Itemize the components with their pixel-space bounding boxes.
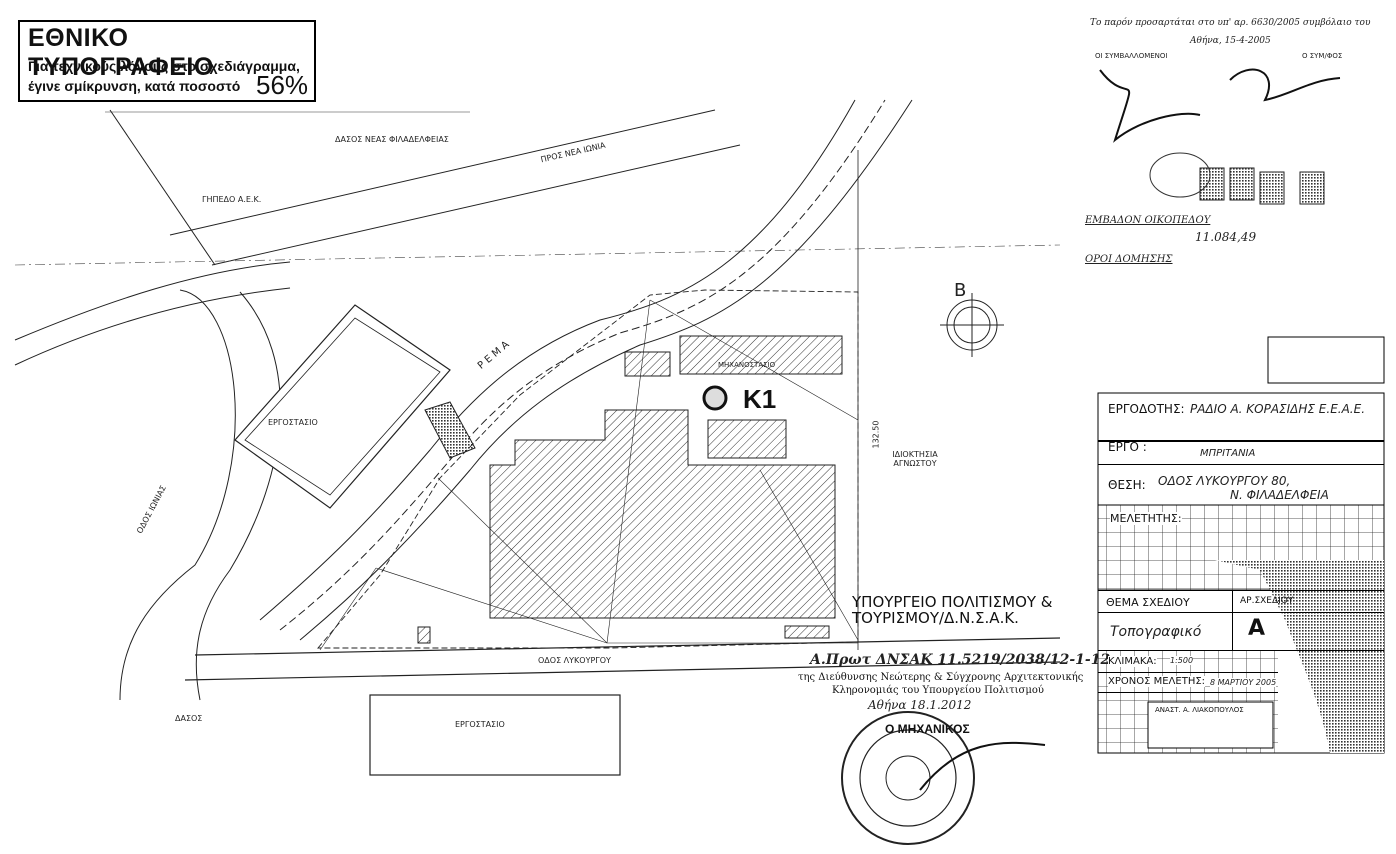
subject-label: ΘΕΜΑ ΣΧΕΔΙΟΥ bbox=[1106, 596, 1190, 609]
street-lykourgou bbox=[184, 637, 1061, 681]
notice-percent: 56% bbox=[256, 70, 309, 100]
revenue-stamps bbox=[1199, 167, 1325, 205]
culvert bbox=[424, 401, 476, 459]
small-structure bbox=[784, 625, 830, 639]
subject-value: Τοπογραφικό bbox=[1110, 624, 1202, 640]
plot-boundary bbox=[317, 289, 859, 649]
factory-2-outline bbox=[369, 694, 621, 776]
signature-scribble bbox=[919, 741, 1046, 791]
small-structure bbox=[417, 626, 431, 644]
notary-label: Ο ΣΥΜ/ΦΟΣ bbox=[1302, 52, 1343, 60]
surveyor-stamp-frame bbox=[1267, 336, 1385, 384]
location-value-1: ΟΔΟΣ ΛΥΚΟΥΡΓΟΥ 80, bbox=[1158, 474, 1291, 488]
engineer-label: Ο ΜΗΧΑΝΙΚΟΣ bbox=[885, 722, 970, 736]
factory-2-label: ΕΡΓΟΣΤΑΣΙΟ bbox=[455, 720, 505, 729]
machine-room-label: ΜΗΧΑΝΟΣΤΑΣΙΟ bbox=[718, 361, 776, 369]
notice-line-1: Για τεχνικούς λόγους στο σχεδιάγραμμα, bbox=[28, 58, 300, 74]
divider bbox=[1098, 672, 1278, 673]
surveyor-stamp-frame-2 bbox=[1147, 701, 1274, 749]
ministry-stamp: ΥΠΟΥΡΓΕΙΟ ΠΟΛΙΤΙΣΜΟΥ & ΤΟΥΡΙΣΜΟΥ/Δ.Ν.Σ.Α… bbox=[852, 594, 1053, 626]
location-label: ΘΕΣΗ: bbox=[1108, 478, 1146, 492]
ministry-stamp-line-2: ΤΟΥΡΙΣΜΟΥ/Δ.Ν.Σ.Α.Κ. bbox=[852, 609, 1019, 627]
client-value: ΡΑΔΙΟ Α. ΚΟΡΑΣΙΔΗΣ Ε.Ε.Α.Ε. bbox=[1190, 402, 1366, 416]
forest-label: ΔΑΣΟΣ ΝΕΑΣ ΦΙΛΑΔΕΛΦΕΙΑΣ bbox=[335, 135, 449, 144]
street-lykourgou-label: ΟΔΟΣ ΛΥΚΟΥΡΓΟΥ bbox=[538, 656, 611, 665]
north-compass-icon bbox=[940, 293, 1004, 357]
main-building bbox=[489, 335, 843, 619]
building-terms-label: ΟΡΟΙ ΔΟΜΗΣΗΣ bbox=[1085, 254, 1173, 265]
divider bbox=[1098, 464, 1384, 465]
notary-seal bbox=[1149, 152, 1211, 198]
surveyor-stamp-text: ΑΝΑΣΤ. Α. ΛΙΑΚΟΠΟΥΛΟΣ bbox=[1155, 706, 1244, 714]
scale-value: 1:500 bbox=[1170, 656, 1194, 665]
client-label: ΕΡΓΟΔΟΤΗΣ: bbox=[1108, 402, 1185, 416]
divider bbox=[1098, 612, 1384, 613]
athens-date: Αθήνα 18.1.2012 bbox=[868, 698, 972, 712]
private-property-label: ΙΔΙΟΚΤΗΣΙΑ ΑΓΝΩΣΤΟΥ bbox=[892, 450, 938, 468]
notice-title: ΕΘΝΙΚΟ ΤΥΠΟΓΡΑΦΕΙΟ bbox=[28, 24, 214, 81]
ministry-round-seal bbox=[841, 711, 975, 845]
date-label: ΧΡΟΝΟΣ ΜΕΛΕΤΗΣ: bbox=[1108, 676, 1206, 687]
divider bbox=[1098, 650, 1384, 651]
typography-notice-box: ΕΘΝΙΚΟ ΤΥΠΟΓΡΑΦΕΙΟ Για τεχνικούς λόγους … bbox=[18, 20, 316, 102]
directorate-line-2: Κληρονομιάς του Υπουργείου Πολιτισμού bbox=[832, 685, 1044, 696]
north-label: Β bbox=[954, 280, 967, 301]
forest-small-label: ΔΑΣΟΣ bbox=[175, 714, 203, 723]
sheet-label: ΑΡ.ΣΧΕΔΙΟΥ bbox=[1240, 596, 1294, 606]
designer-label: ΜΕΛΕΤΗΤΗΣ: bbox=[1110, 512, 1182, 525]
directorate-line-1: της Διεύθυνσης Νεώτερης & Σύγχρονης Αρχι… bbox=[798, 672, 1084, 683]
scale-label: ΚΛΙΜΑΚΑ: bbox=[1108, 656, 1157, 667]
reference-line bbox=[14, 244, 1061, 266]
date-value: 8 ΜΑΡΤΙΟΥ 2005 bbox=[1210, 678, 1277, 687]
road-to-nea-ionia bbox=[109, 109, 741, 266]
divider bbox=[1098, 590, 1384, 591]
ministry-stamp-line-1: ΥΠΟΥΡΓΕΙΟ ΠΟΛΙΤΙΣΜΟΥ & bbox=[852, 593, 1053, 611]
plot-area-label: ΕΜΒΑΔΟΝ ΟΙΚΟΠΕΔΟΥ bbox=[1085, 215, 1211, 226]
factory-1-label: ΕΡΓΟΣΤΑΣΙΟ bbox=[268, 418, 318, 427]
survey-lines bbox=[319, 299, 859, 651]
approval-line-1: Το παρόν προσαρτάται στο υπ' αρ. 6630/20… bbox=[1090, 18, 1371, 28]
factory-1-outline bbox=[234, 304, 451, 509]
project-value: ΜΠΡΙΤΑΝΙΑ bbox=[1200, 448, 1256, 459]
stream-band bbox=[259, 99, 913, 641]
signature-scribble bbox=[1099, 69, 1201, 143]
contracting-parties: ΟΙ ΣΥΜΒΑΛΛΟΜΕΝΟΙ bbox=[1095, 52, 1168, 60]
street-ionias bbox=[14, 261, 291, 701]
stamp-scan-shade bbox=[1215, 560, 1384, 753]
notice-line-2: έγινε σμίκρυνση, κατά ποσοστό bbox=[28, 78, 241, 94]
location-value-2: Ν. ΦΙΛΑΔΕΛΦΕΙΑ bbox=[1230, 488, 1329, 502]
protocol-number: Α.Πρωτ ΔΝΣΑΚ 11.5219/2038/12-1-12 bbox=[810, 652, 1111, 668]
aek-field-label: ΓΗΠΕΔΟ Α.Ε.Κ. bbox=[202, 195, 262, 204]
sheet-value: Α bbox=[1248, 616, 1266, 641]
approval-line-2: Αθήνα, 15-4-2005 bbox=[1190, 36, 1271, 46]
k1-marker-circle bbox=[702, 385, 728, 411]
divider bbox=[1098, 692, 1278, 693]
plot-area-value: 11.084,49 bbox=[1195, 230, 1257, 244]
project-label: ΕΡΓΟ : bbox=[1108, 440, 1147, 454]
dimension-132-label: 132.50 bbox=[871, 420, 881, 449]
signature-scribble bbox=[1229, 68, 1341, 102]
divider bbox=[1232, 590, 1233, 650]
k1-marker-label: K1 bbox=[743, 384, 777, 414]
